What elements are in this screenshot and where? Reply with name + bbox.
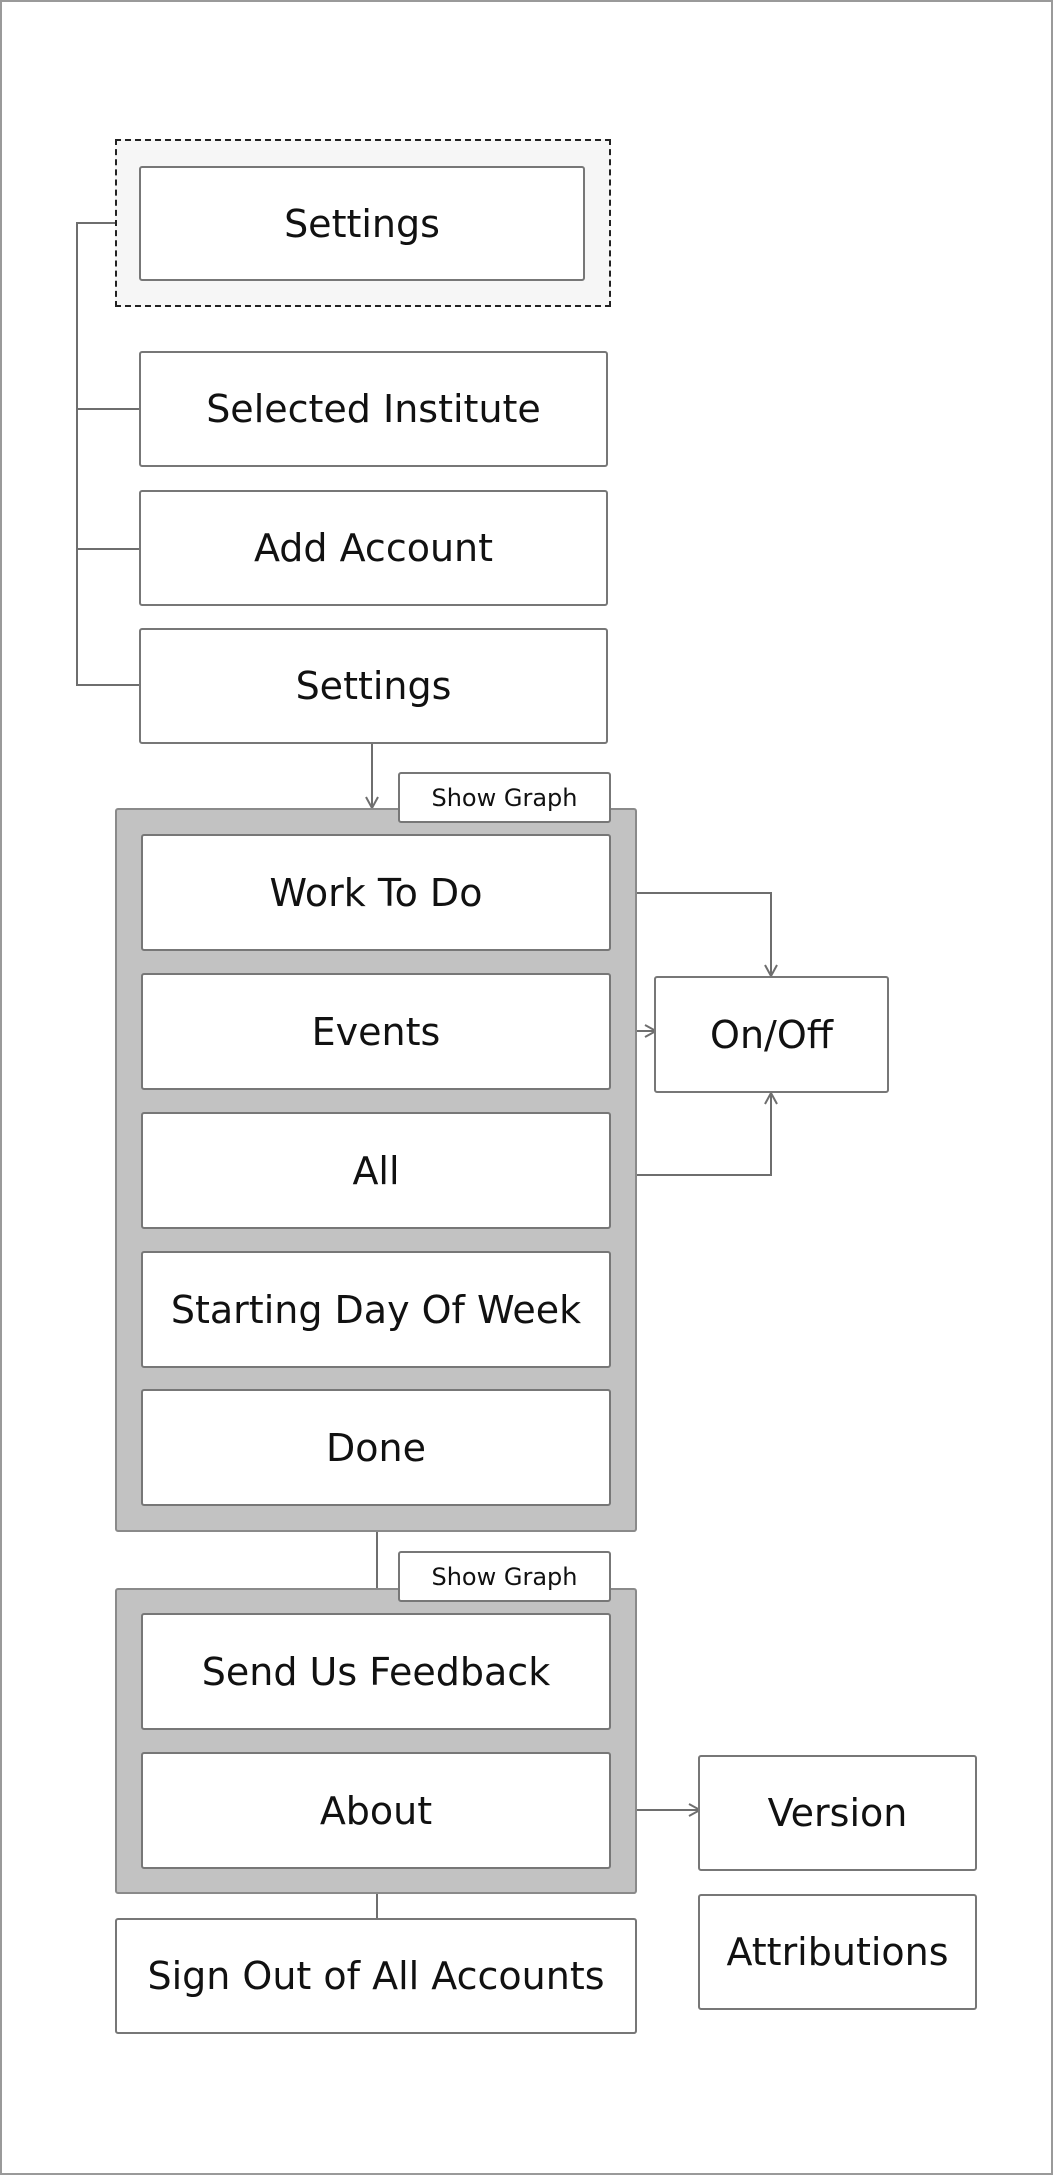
on-off-node[interactable]: On/Off — [654, 976, 889, 1093]
work-to-do-node[interactable]: Work To Do — [141, 834, 611, 951]
send-us-feedback-node[interactable]: Send Us Feedback — [141, 1613, 611, 1730]
add-account-node[interactable]: Add Account — [139, 490, 608, 606]
settings-node[interactable]: Settings — [139, 628, 608, 744]
settings-root-node[interactable]: Settings — [139, 166, 585, 281]
sign-out-node[interactable]: Sign Out of All Accounts — [115, 1918, 637, 2034]
starting-day-of-week-node[interactable]: Starting Day Of Week — [141, 1251, 611, 1368]
events-node[interactable]: Events — [141, 973, 611, 1090]
attributions-node[interactable]: Attributions — [698, 1894, 977, 2010]
show-graph-button[interactable]: Show Graph — [398, 772, 611, 823]
version-node[interactable]: Version — [698, 1755, 977, 1871]
about-node[interactable]: About — [141, 1752, 611, 1869]
all-node[interactable]: All — [141, 1112, 611, 1229]
selected-institute-node[interactable]: Selected Institute — [139, 351, 608, 467]
done-node[interactable]: Done — [141, 1389, 611, 1506]
show-graph-button[interactable]: Show Graph — [398, 1551, 611, 1602]
